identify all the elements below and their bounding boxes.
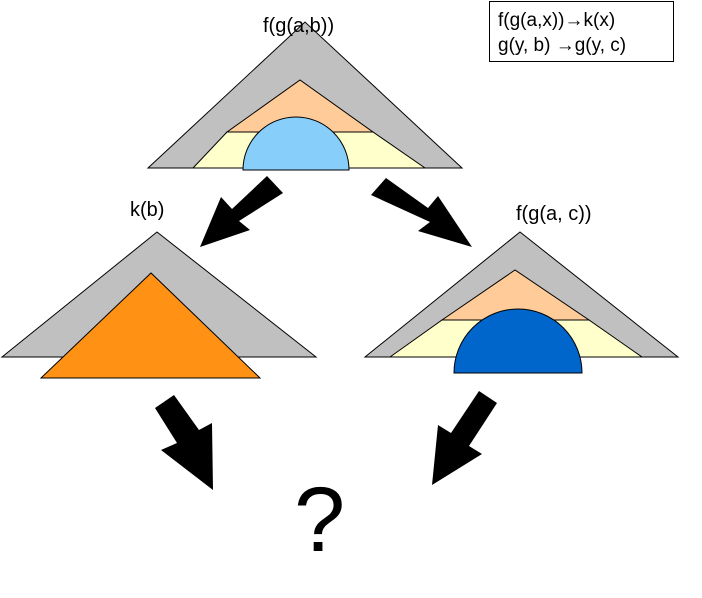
rewrite-rule-1: f(g(a,x))→k(x) xyxy=(498,10,616,31)
root-light-blue-dome xyxy=(242,116,350,171)
tree-left xyxy=(0,231,318,379)
term-label-right: f(g(a, c)) xyxy=(516,203,592,225)
rewrite-rule-2: g(y, b) →g(y, c) xyxy=(498,35,627,56)
term-label-root: f(g(a,b)) xyxy=(263,15,335,37)
right-dark-blue-dome xyxy=(453,308,583,374)
tree-right xyxy=(363,231,680,374)
rewrite-rules-box: f(g(a,x))→k(x) g(y, b) →g(y, c) xyxy=(489,1,674,62)
tree-root xyxy=(146,21,464,171)
arrow-left-to-outcome xyxy=(155,395,213,490)
arrow-root-to-right xyxy=(371,178,472,247)
arrow-root-to-left xyxy=(200,176,283,247)
arrow-right-to-outcome xyxy=(432,391,497,485)
term-label-left: k(b) xyxy=(130,199,165,221)
outcome-question-mark: ? xyxy=(294,469,346,571)
left-orange-triangle xyxy=(39,272,262,379)
